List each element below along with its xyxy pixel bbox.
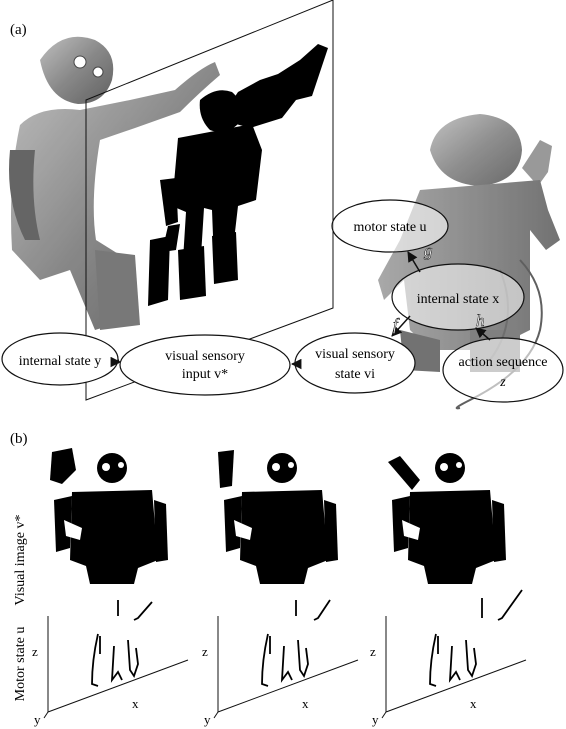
trajectory-leg bbox=[280, 645, 293, 683]
silhouette-arm bbox=[388, 456, 420, 490]
row-label-visual-image: Visual image v* bbox=[13, 515, 28, 606]
axis-x bbox=[47, 659, 189, 713]
silhouette-arm bbox=[392, 496, 410, 552]
trajectory-leg bbox=[448, 645, 461, 683]
silhouette-highlight bbox=[234, 520, 252, 540]
trajectory-right-limb bbox=[127, 639, 139, 679]
silhouette-arm bbox=[492, 500, 506, 562]
row-label-motor-state: Motor state u bbox=[13, 627, 28, 702]
silhouette-highlight bbox=[402, 520, 420, 540]
visual-sensory-state-label-2: state vi bbox=[335, 367, 375, 382]
silhouette-eye bbox=[288, 462, 294, 468]
axis-y bbox=[381, 711, 387, 719]
edge-label-f: f bbox=[393, 315, 400, 334]
motor-state-node bbox=[331, 199, 449, 253]
silhouette-eye bbox=[102, 463, 110, 471]
trajectory-arm bbox=[133, 601, 153, 621]
silhouette-head bbox=[267, 453, 297, 483]
trajectory-left-limb bbox=[91, 633, 101, 687]
axis-y bbox=[213, 711, 219, 719]
action-sequence-label-2: z bbox=[499, 375, 506, 390]
motor-state-row: z y x z y x z y x bbox=[32, 589, 527, 727]
silhouette-head bbox=[97, 453, 127, 483]
silhouette-arm bbox=[54, 496, 72, 552]
visual-sensory-input-label-2: input v* bbox=[182, 367, 228, 382]
arrow-x-to-vi bbox=[391, 315, 411, 337]
axis-label-z: z bbox=[202, 644, 208, 659]
internal-state-x-node bbox=[391, 263, 525, 331]
action-sequence-node bbox=[442, 337, 564, 403]
silhouette-body bbox=[70, 490, 158, 584]
motor-state-plot: z y x bbox=[32, 600, 189, 727]
visual-image-row bbox=[50, 448, 506, 584]
silhouette-arm bbox=[154, 500, 168, 562]
projection-plane bbox=[85, 0, 334, 401]
axis-label-x: x bbox=[302, 696, 309, 711]
silhouette-eye bbox=[272, 463, 280, 471]
silhouette-arm bbox=[324, 500, 338, 562]
visual-sensory-state-label-1: visual sensory bbox=[315, 347, 395, 362]
visual-sensory-state-node bbox=[294, 332, 416, 394]
silhouette-body bbox=[408, 490, 496, 584]
action-sequence-label-1: action sequence bbox=[458, 355, 547, 370]
axis-label-y: y bbox=[34, 712, 41, 727]
arrow-z-to-x bbox=[475, 327, 491, 341]
trajectory-left-limb bbox=[429, 633, 439, 687]
silhouette-arm bbox=[224, 496, 242, 552]
panel-b-label: (b) bbox=[10, 431, 28, 447]
trajectory-left-limb bbox=[261, 633, 271, 687]
axis-label-y: y bbox=[372, 712, 379, 727]
trajectory-arm bbox=[313, 599, 331, 621]
silhouette-arm bbox=[50, 448, 76, 484]
edge-label-h: h bbox=[476, 311, 485, 330]
axis-label-x: x bbox=[470, 696, 477, 711]
motor-state-plot: z y x bbox=[370, 589, 527, 727]
silhouette-projection bbox=[148, 44, 328, 306]
silhouette-head bbox=[435, 453, 465, 483]
silhouette-eye bbox=[118, 462, 124, 468]
axis-label-x: x bbox=[132, 696, 139, 711]
internal-state-y-label: internal state y bbox=[19, 354, 101, 369]
axis-label-z: z bbox=[32, 644, 38, 659]
silhouette-arm bbox=[218, 450, 234, 488]
trajectory-right-limb bbox=[465, 639, 477, 679]
axis-x bbox=[217, 659, 359, 713]
internal-state-x-label: internal state x bbox=[417, 292, 499, 307]
axis-label-z: z bbox=[370, 644, 376, 659]
panel-a-label: (a) bbox=[10, 22, 27, 38]
axis-x bbox=[385, 659, 527, 713]
visual-image-thumbnail bbox=[388, 453, 506, 584]
left-robot-image bbox=[9, 36, 220, 330]
edge-label-g: g bbox=[424, 241, 433, 260]
axis-y bbox=[43, 711, 49, 719]
motor-state-label: motor state u bbox=[353, 220, 426, 235]
visual-image-thumbnail bbox=[50, 448, 168, 584]
trajectory-leg bbox=[110, 645, 123, 683]
silhouette-body bbox=[240, 490, 328, 584]
trajectory-right-limb bbox=[297, 639, 309, 679]
arrow-x-to-u bbox=[407, 251, 421, 273]
silhouette-eye bbox=[456, 462, 462, 468]
visual-image-thumbnail bbox=[218, 450, 338, 584]
motor-state-plot: z y x bbox=[202, 599, 359, 727]
visual-sensory-input-node bbox=[119, 334, 291, 396]
silhouette-highlight bbox=[64, 520, 82, 540]
silhouette-eye bbox=[440, 463, 448, 471]
trajectory-arm bbox=[497, 589, 523, 621]
visual-sensory-input-label-1: visual sensory bbox=[165, 349, 245, 364]
axis-label-y: y bbox=[204, 712, 211, 727]
